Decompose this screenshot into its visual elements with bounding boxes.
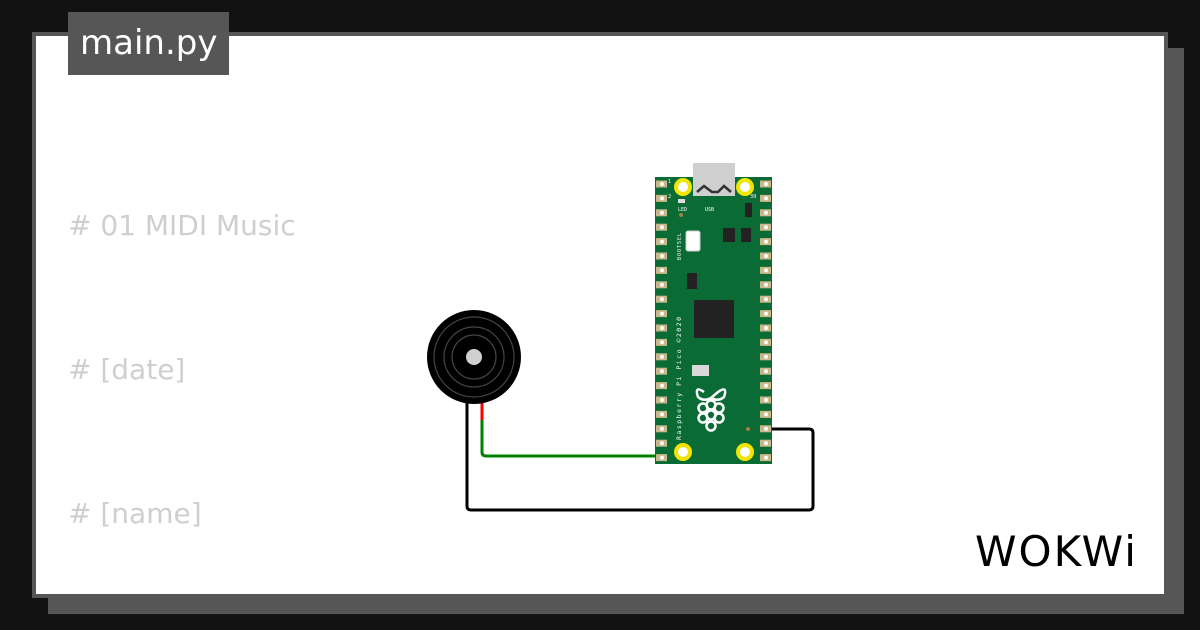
svg-text:39: 39 (750, 194, 756, 200)
raspberry-logo-icon (695, 388, 727, 432)
svg-text:WOKWi: WOKWi (975, 528, 1138, 576)
signal-wire[interactable] (480, 402, 665, 458)
file-tab[interactable]: main.py (68, 12, 230, 75)
piezo-buzzer[interactable] (427, 310, 521, 404)
svg-text:LED: LED (678, 207, 687, 213)
svg-text:1: 1 (668, 179, 671, 185)
left-pin-header (656, 180, 667, 462)
svg-text:USB: USB (705, 207, 714, 213)
code-line: # [name] (68, 497, 202, 530)
led (678, 199, 685, 203)
code-line: # [date] (68, 353, 186, 386)
svg-text:2: 2 (668, 194, 671, 200)
preview-frame: # 01 MIDI Music # [date] # [name] from b… (32, 32, 1168, 598)
right-pin-header (760, 180, 771, 462)
code-listing: # 01 MIDI Music # [date] # [name] from b… (68, 106, 1118, 594)
ground-wire[interactable] (465, 400, 815, 512)
code-line: # 01 MIDI Music (68, 209, 296, 242)
raspberry-pi-pico[interactable]: LED USB 1 2 39 Raspberry Pi Pico ©2020 B… (655, 163, 772, 464)
wokwi-logo: WOKWi (975, 528, 1138, 576)
bootsel-button (685, 230, 701, 252)
rp2040-chip (694, 300, 734, 338)
svg-text:Raspberry Pi Pico ©2020: Raspberry Pi Pico ©2020 (675, 315, 683, 440)
svg-text:BOOTSEL: BOOTSEL (677, 232, 683, 260)
